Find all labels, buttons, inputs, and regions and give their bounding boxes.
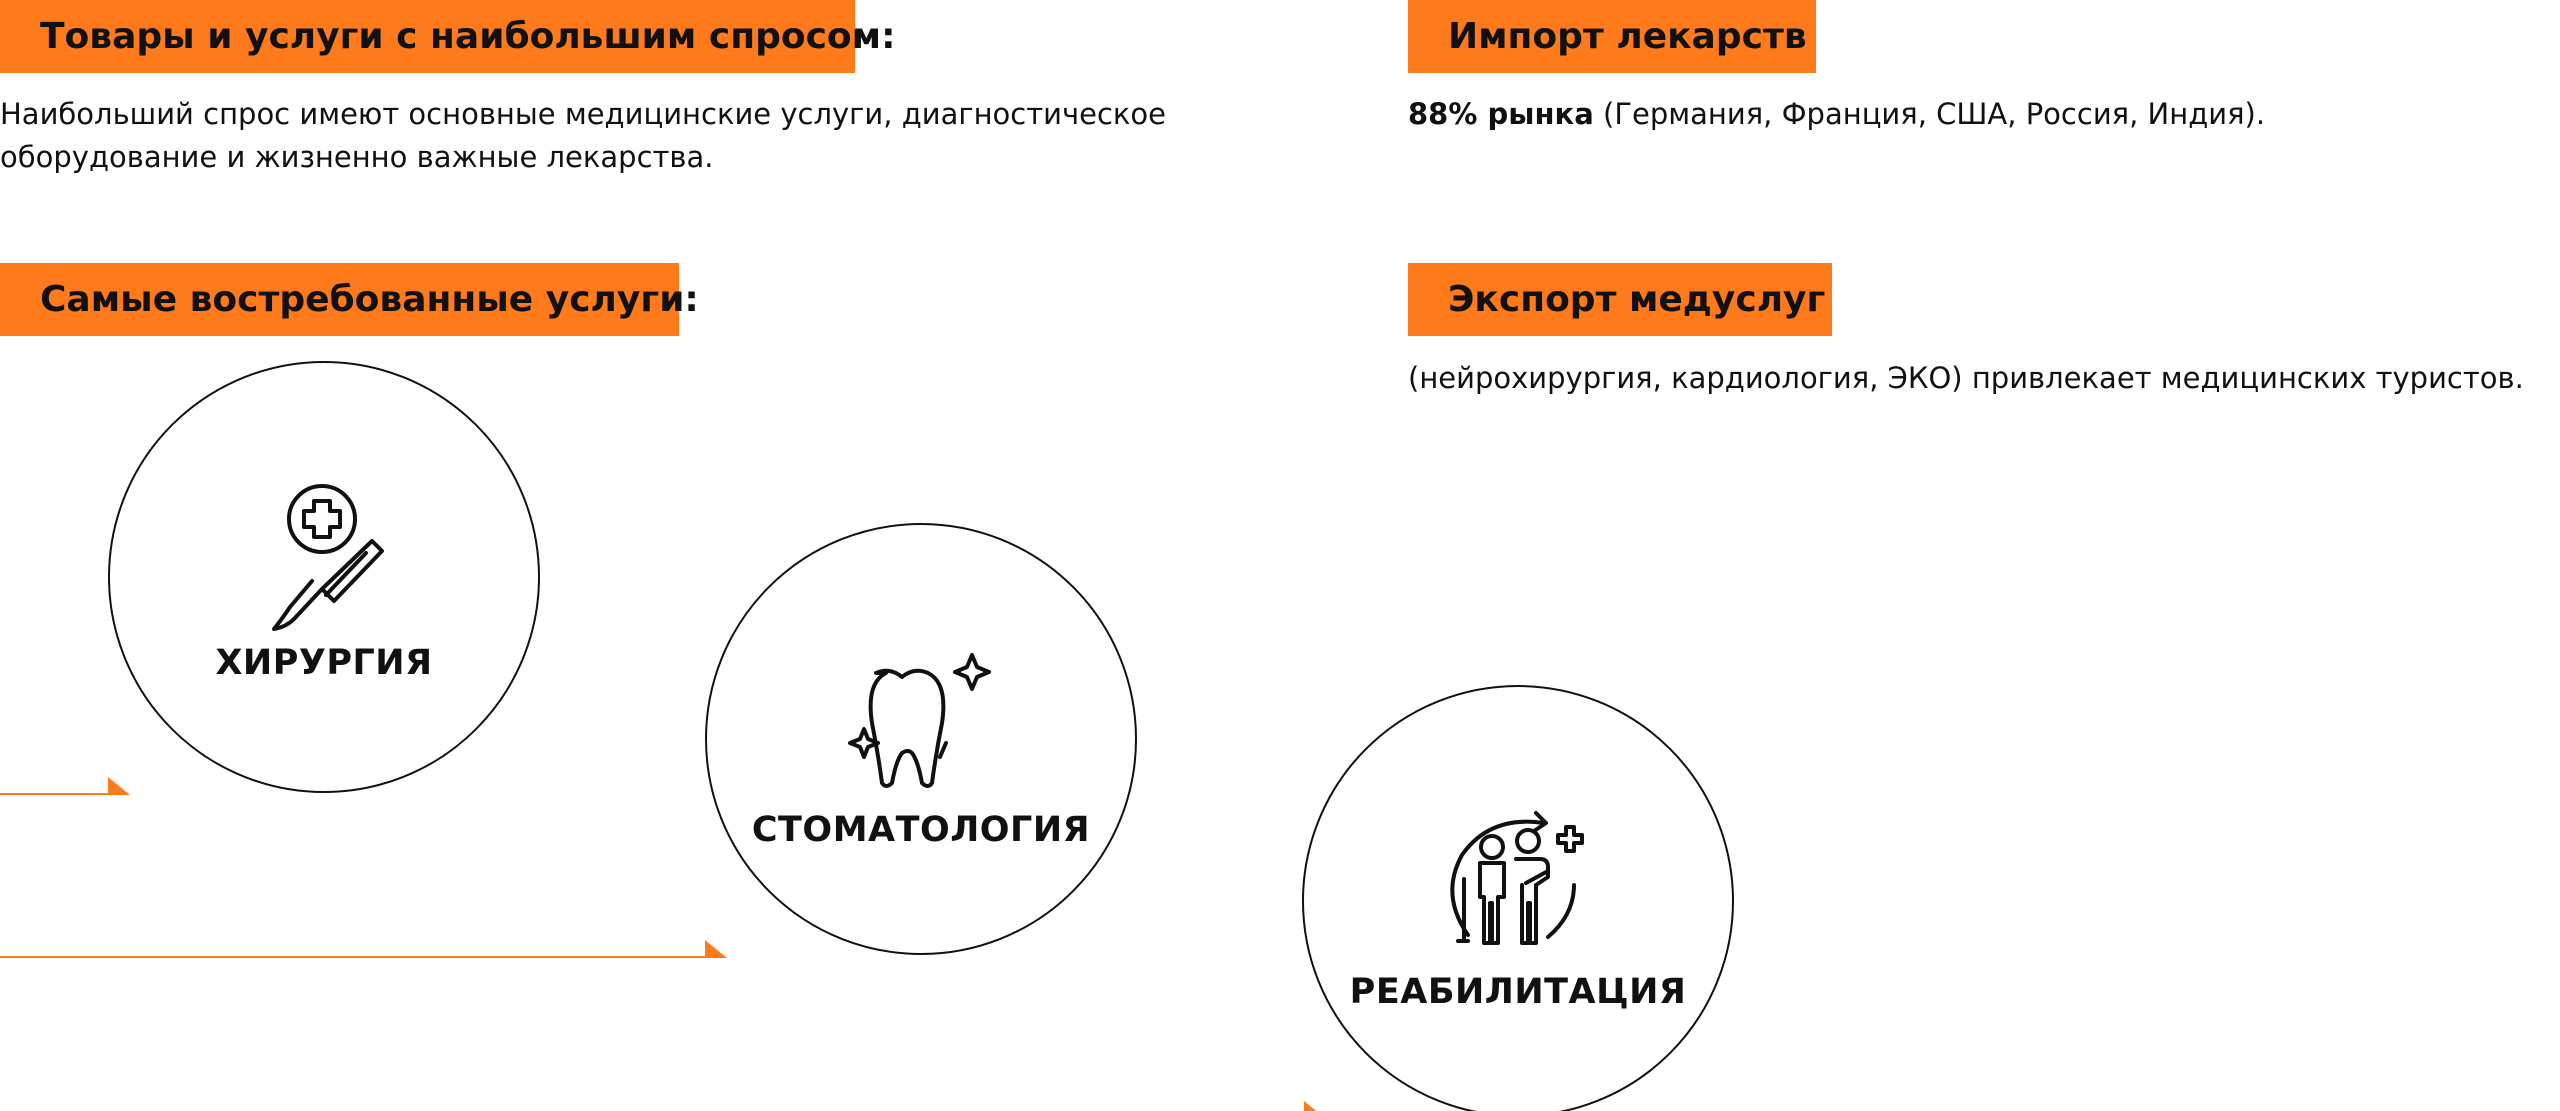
services-heading-text: Самые востребованные услуги: (40, 279, 699, 320)
service-card-dentistry: СТОМАТОЛОГИЯ (705, 523, 1137, 955)
service-label-rehabilitation: РЕАБИЛИТАЦИЯ (1349, 972, 1687, 1012)
import-heading-text: Импорт лекарств (1448, 16, 1807, 57)
import-text: 88% рынка (Германия, Франция, США, Росси… (1408, 93, 2508, 136)
import-heading: Импорт лекарств (1408, 0, 1816, 73)
import-countries: (Германия, Франция, США, Россия, Индия). (1593, 97, 2266, 131)
import-share: 88% рынка (1408, 97, 1594, 131)
export-heading: Экспорт медуслуг (1408, 263, 1832, 336)
demand-heading: Товары и услуги с наибольшим спросом: (0, 0, 895, 73)
service-card-surgery: ХИРУРГИЯ (108, 361, 540, 793)
service-card-rehabilitation: РЕАБИЛИТАЦИЯ (1302, 685, 1734, 1111)
export-text: (нейрохирургия, кардиология, ЭКО) привле… (1408, 361, 2524, 395)
arrow-head-1 (108, 777, 130, 795)
scalpel-cross-icon (272, 484, 384, 631)
arrow-head-2 (705, 940, 727, 958)
arrow-line-1 (0, 793, 110, 795)
arrow-head-3 (1304, 1101, 1326, 1111)
tooth-sparkle-icon (848, 653, 991, 788)
rehabilitation-people-icon (1450, 811, 1584, 945)
export-heading-text: Экспорт медуслуг (1448, 279, 1826, 320)
demand-text: Наибольший спрос имеют основные медицинс… (0, 97, 1167, 174)
service-label-surgery: ХИРУРГИЯ (215, 643, 433, 683)
service-label-dentistry: СТОМАТОЛОГИЯ (751, 810, 1091, 850)
demand-heading-text: Товары и услуги с наибольшим спросом: (40, 16, 896, 57)
services-heading: Самые востребованные услуги: (0, 263, 699, 336)
arrow-line-2 (0, 956, 706, 958)
